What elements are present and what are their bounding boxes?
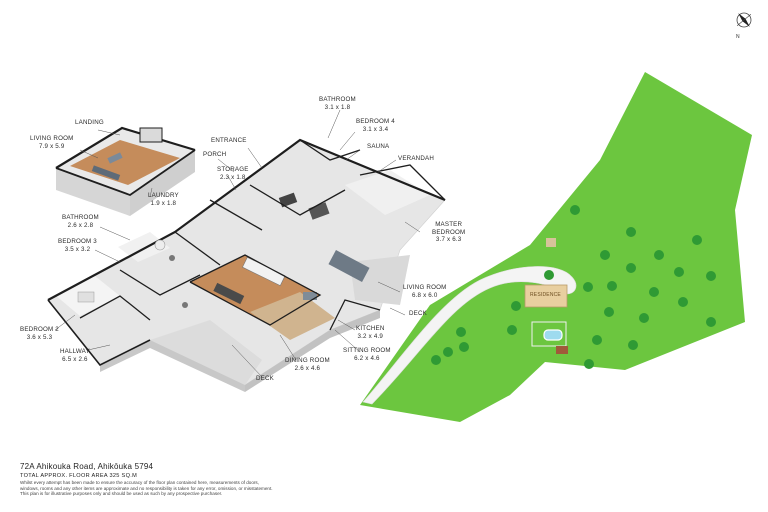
tree bbox=[626, 227, 636, 237]
tree bbox=[678, 297, 688, 307]
room-label-porch: PORCH bbox=[203, 151, 227, 158]
tree bbox=[511, 301, 521, 311]
compass-north-label: N bbox=[736, 34, 740, 40]
tree bbox=[456, 327, 466, 337]
tree bbox=[600, 250, 610, 260]
tree bbox=[649, 287, 659, 297]
tree bbox=[706, 271, 716, 281]
upper-floor-plan bbox=[55, 126, 196, 216]
property-address: 72A Ahikouka Road, Ahikōuka 5794 bbox=[20, 462, 154, 471]
tree bbox=[706, 317, 716, 327]
tree bbox=[459, 342, 469, 352]
trees bbox=[431, 205, 716, 369]
total-floor-area: TOTAL APPROX. FLOOR AREA 325 SQ.M bbox=[20, 473, 138, 479]
north-arrow-icon bbox=[736, 12, 752, 28]
tree bbox=[628, 340, 638, 350]
room-label-deck-right: DECK bbox=[409, 310, 427, 317]
tree bbox=[544, 270, 554, 280]
disclaimer-text: Whilst every attempt has been made to en… bbox=[20, 480, 273, 497]
tree bbox=[443, 347, 453, 357]
tree bbox=[674, 267, 684, 277]
main-floor-plan bbox=[47, 138, 446, 392]
tree bbox=[583, 282, 593, 292]
tree bbox=[592, 335, 602, 345]
residence-building bbox=[524, 284, 568, 308]
room-label-verandah: VERANDAH bbox=[398, 155, 434, 162]
room-label-sauna: SAUNA bbox=[367, 143, 390, 150]
residence-label: RESIDENCE bbox=[530, 292, 561, 298]
driveway bbox=[362, 266, 577, 405]
label-leaders bbox=[54, 109, 421, 378]
room-label-landing: LANDING bbox=[75, 119, 104, 126]
tree bbox=[604, 307, 614, 317]
room-label-deck-bottom: DECK bbox=[256, 375, 274, 382]
tree bbox=[654, 250, 664, 260]
room-label-entrance: ENTRANCE bbox=[211, 137, 247, 144]
footer: 72A Ahikouka Road, Ahikōuka 5794 TOTAL A… bbox=[20, 462, 580, 497]
tree bbox=[639, 313, 649, 323]
tree bbox=[692, 235, 702, 245]
tree bbox=[584, 359, 594, 369]
site-plan bbox=[360, 72, 752, 422]
compass: N bbox=[730, 8, 760, 40]
tree bbox=[431, 355, 441, 365]
tree bbox=[507, 325, 517, 335]
tree bbox=[626, 263, 636, 273]
tree bbox=[607, 281, 617, 291]
tree bbox=[570, 205, 580, 215]
